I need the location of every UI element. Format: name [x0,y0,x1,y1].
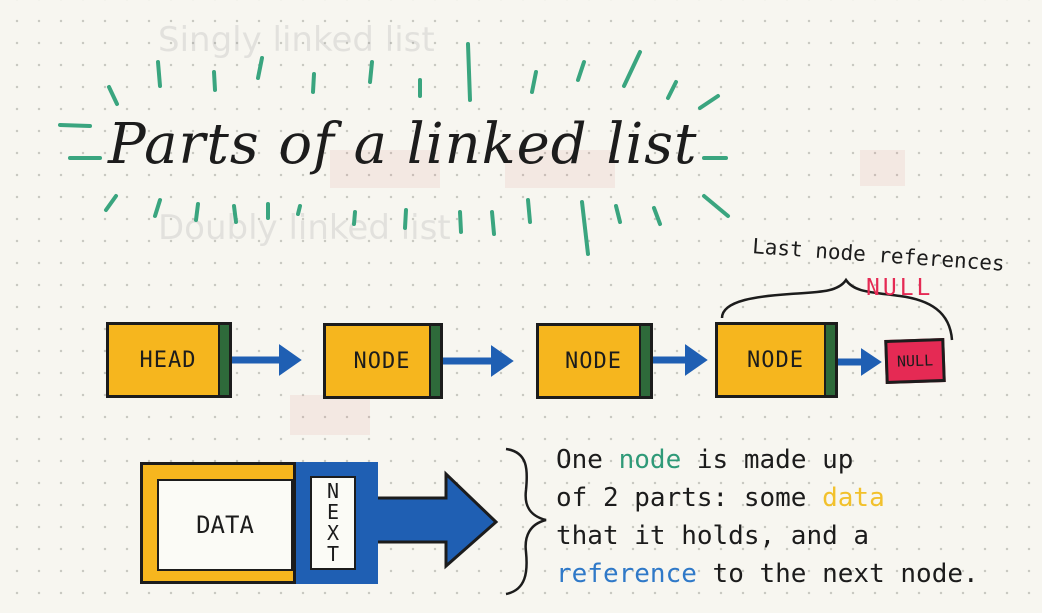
next-letter-x: X [326,521,340,545]
list-node-2: NODE [536,323,653,399]
sunburst-lines [58,42,730,256]
node-pointer-2 [639,326,650,396]
next-letter-n: N [326,479,340,503]
head-node-label: HEAD [139,347,197,373]
ghost-block-2 [505,150,615,188]
node-label-2: NODE [565,348,622,374]
desc-highlight-node: node [618,445,682,475]
ghost-block-4 [290,395,370,435]
node-anatomy: DATA N E X T [140,462,378,584]
ghost-block-3 [860,150,905,186]
desc-text-4b: to the next node. [696,559,979,589]
head-node-pointer [218,325,229,395]
desc-highlight-reference: reference [556,559,697,589]
node-description: One node is made up of 2 parts: some dat… [556,441,1036,593]
list-node-1: NODE [323,323,443,399]
null-note: NULL [866,275,934,301]
list-node-3: NODE [715,322,838,398]
data-field: DATA [157,479,293,571]
desc-highlight-data: data [822,483,885,513]
node-label-3: NODE [747,347,804,373]
ghost-heading-1: Singly linked list [158,20,435,60]
next-letter-e: E [326,500,340,524]
next-arrow [374,470,499,570]
next-label: N E X T [310,476,356,570]
description-line-3: that it holds, and a [556,521,870,551]
list-arrows [228,344,882,377]
last-node-brace [720,277,954,341]
next-field: N E X T [293,462,378,584]
desc-text-1a: One [556,445,619,475]
description-line-2: of 2 parts: some data [556,479,1036,517]
null-terminator: NULL [884,337,946,385]
next-letter-t: T [326,542,340,566]
node-pointer-3 [824,325,835,395]
desc-text-1c: is made up [681,445,854,475]
ghost-block-1 [330,150,440,188]
description-brace [505,447,547,596]
node-label-1: NODE [353,348,411,374]
desc-text-2a: of 2 parts: some [556,483,823,513]
head-node: HEAD [106,322,232,398]
ghost-heading-2: Doubly linked list [158,208,451,248]
node-pointer-1 [429,326,440,396]
page-title: Parts of a linked list [108,112,698,177]
description-line-4: reference to the next node. [556,555,1036,593]
description-line-1: One node is made up [556,441,1036,479]
